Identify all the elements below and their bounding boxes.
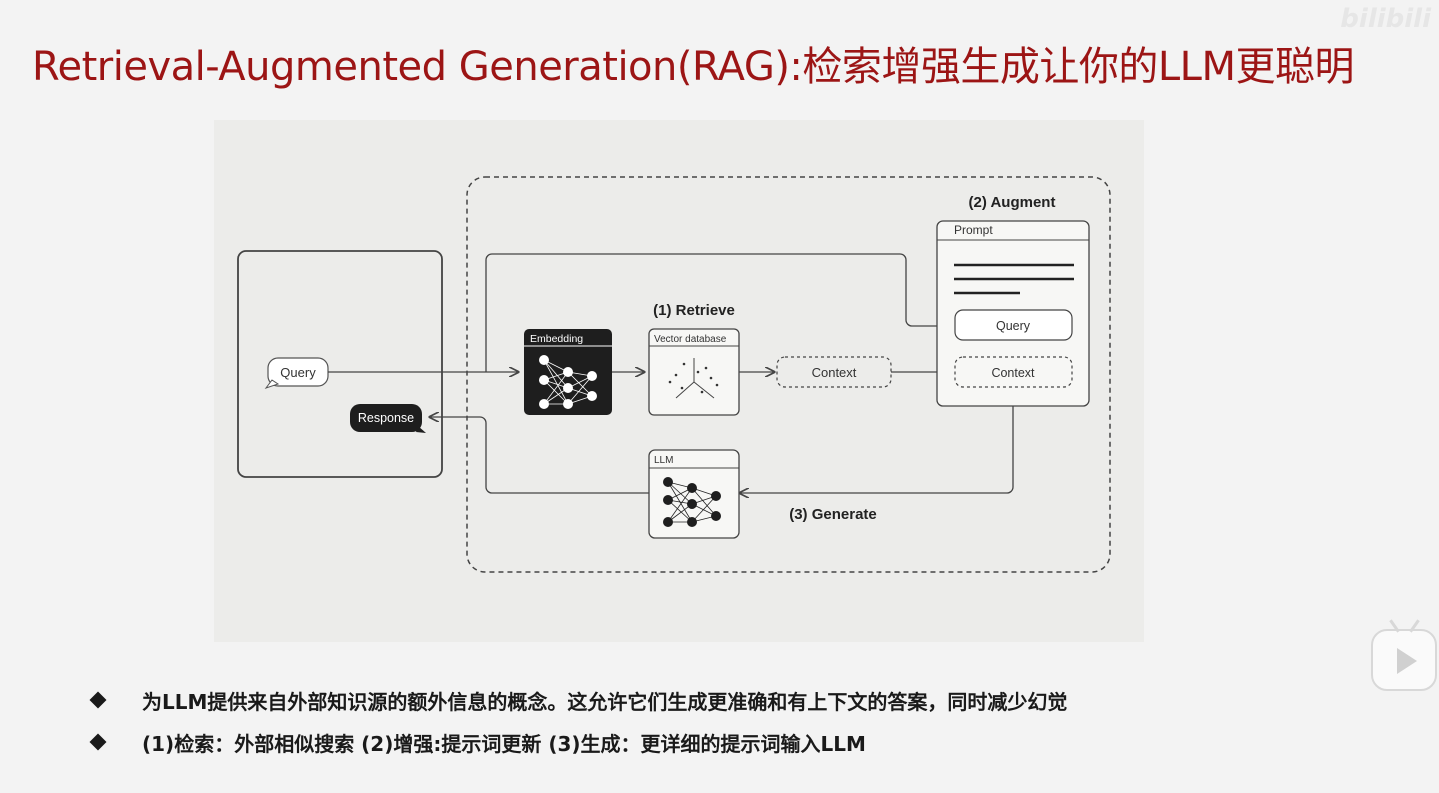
tv-antenna-left-icon bbox=[1389, 619, 1400, 633]
slide-title: Retrieval-Augmented Generation(RAG):检索增强… bbox=[32, 44, 1354, 90]
bilibili-play-icon[interactable] bbox=[1371, 619, 1437, 691]
llm-model: LLM bbox=[648, 449, 740, 539]
bullet-item: (1)检索：外部相似搜索 (2)增强:提示词更新 (3)生成：更详细的提示词输入… bbox=[86, 728, 1067, 756]
retrieved-context-box bbox=[776, 356, 892, 388]
prompt-text-lines-icon bbox=[954, 263, 1074, 295]
vector-database: Vector database bbox=[648, 328, 740, 416]
prompt-box: Prompt Query Context bbox=[936, 220, 1090, 407]
embedding-model: Embedding bbox=[524, 329, 612, 415]
llm-label: LLM bbox=[654, 455, 673, 466]
summary-bullets: 为LLM提供来自外部知识源的额外信息的概念。这允许它们生成更准确和有上下文的答案… bbox=[86, 686, 1067, 770]
prompt-query-label: Query bbox=[996, 319, 1031, 333]
diamond-bullet-icon bbox=[89, 691, 107, 709]
vector-db-label: Vector database bbox=[654, 334, 727, 345]
bullet-text: (1)检索：外部相似搜索 (2)增强:提示词更新 (3)生成：更详细的提示词输入… bbox=[142, 731, 866, 756]
bullet-item: 为LLM提供来自外部知识源的额外信息的概念。这允许它们生成更准确和有上下文的答案… bbox=[86, 686, 1067, 714]
rag-system-boundary bbox=[466, 176, 1111, 573]
prompt-to-llm-arrow bbox=[740, 406, 1014, 493]
query-bubble: Query bbox=[264, 357, 329, 389]
response-bubble: Response bbox=[350, 404, 426, 433]
embedding-label: Embedding bbox=[530, 333, 583, 345]
tv-antenna-right-icon bbox=[1409, 619, 1420, 633]
bullet-text: 为LLM提供来自外部知识源的额外信息的概念。这允许它们生成更准确和有上下文的答案… bbox=[142, 689, 1068, 714]
play-triangle-icon bbox=[1397, 648, 1417, 674]
rag-diagram: Query Response Embedding bbox=[214, 120, 1144, 642]
retrieved-context-label: Context bbox=[812, 365, 857, 380]
augment-step-label: (2) Augment bbox=[969, 194, 1056, 211]
generate-step-label: (3) Generate bbox=[789, 506, 877, 523]
diamond-bullet-icon bbox=[89, 733, 107, 751]
query-label: Query bbox=[280, 365, 316, 380]
user-app-box bbox=[237, 250, 443, 478]
prompt-context-label: Context bbox=[991, 366, 1035, 380]
response-label: Response bbox=[358, 411, 414, 425]
prompt-context-box bbox=[954, 356, 1073, 388]
query-to-prompt-arrow bbox=[485, 253, 950, 372]
bilibili-watermark: bilibili bbox=[1340, 4, 1431, 34]
llm-to-response-arrow bbox=[430, 417, 649, 494]
scatter-axes-icon bbox=[675, 358, 715, 399]
retrieve-step-label: (1) Retrieve bbox=[653, 302, 735, 319]
prompt-label: Prompt bbox=[954, 223, 993, 237]
prompt-query-box bbox=[954, 309, 1073, 341]
